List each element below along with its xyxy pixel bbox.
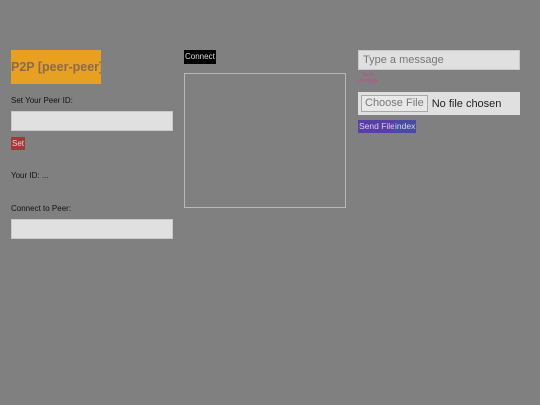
send-file-button[interactable]: Send File — [358, 120, 396, 133]
choose-file-button[interactable]: Choose File — [361, 95, 428, 112]
video-area — [184, 73, 346, 208]
set-peer-id-label: Set Your Peer ID: — [11, 96, 73, 105]
send-message-button[interactable]: Send message — [358, 72, 379, 84]
your-id-text: Your ID: ... — [11, 171, 49, 180]
app-title: P2P [peer-peer] — [11, 50, 101, 84]
message-input[interactable] — [358, 50, 520, 70]
set-button[interactable]: Set — [11, 137, 26, 150]
no-file-chosen-text: No file chosen — [431, 97, 502, 110]
connect-to-peer-label: Connect to Peer: — [11, 204, 72, 213]
connect-button[interactable]: Connect — [184, 50, 216, 64]
connect-peer-input[interactable] — [11, 219, 173, 239]
file-input[interactable]: Choose File No file chosen — [358, 92, 520, 115]
index-button[interactable]: index — [394, 120, 417, 133]
peer-id-input[interactable] — [11, 111, 173, 131]
